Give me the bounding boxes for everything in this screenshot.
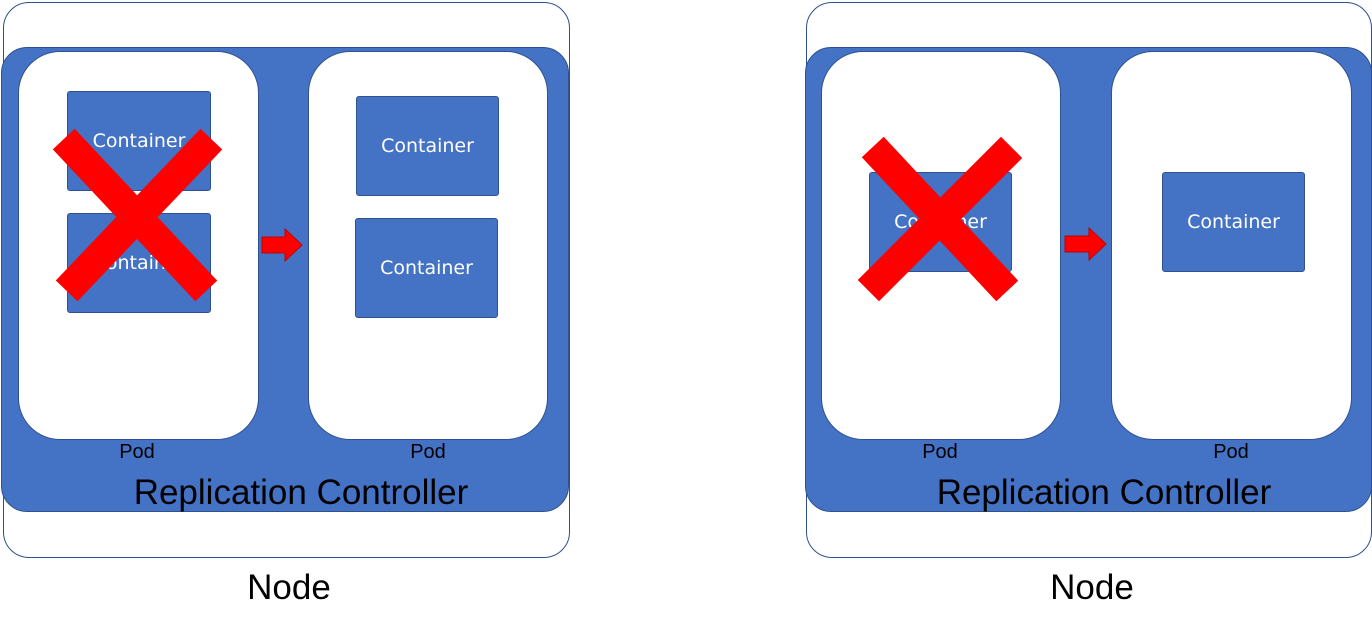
left-pod-2-container-1: Container [356,96,499,196]
left-pod-2-container-2: Container [355,218,498,318]
right-pod-2-label: Pod [1213,441,1249,463]
left-replication-controller-label: Replication Controller [133,473,469,512]
right-replication-controller-label: Replication Controller [936,473,1272,512]
right-replacement-arrow [1064,226,1107,262]
right-node-label: Node [1050,568,1134,607]
left-cross-icon [52,128,223,302]
left-node-label: Node [247,568,331,607]
left-replacement-arrow [261,227,303,263]
right-pod-2-container-1: Container [1162,172,1305,272]
left-pod-1-label: Pod [119,441,155,463]
left-pod-2-label: Pod [410,441,446,463]
right-pod-1-label: Pod [922,441,958,463]
right-cross-icon [857,136,1023,302]
